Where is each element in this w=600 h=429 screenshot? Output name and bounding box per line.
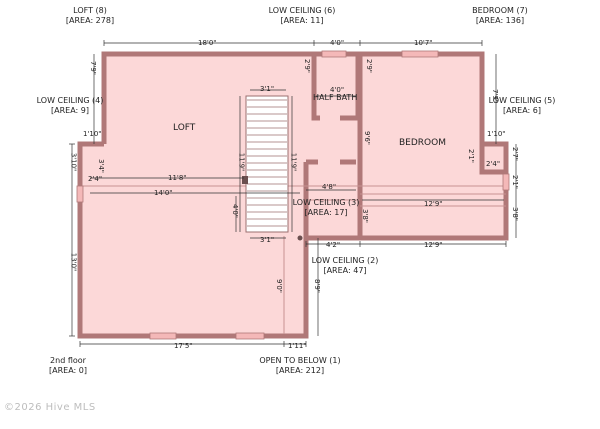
area-label-low-ceiling-4: LOW CEILING (4) [AREA: 9] (30, 96, 110, 116)
watermark: ©2026 Hive MLS (4, 402, 96, 413)
windows (76, 50, 510, 340)
dim-left-13-0: 13'0" (69, 252, 78, 272)
dim-mid-4-0: 4'0" (231, 203, 240, 219)
area-value: [AREA: 47] (323, 266, 367, 275)
dim-stair-len1: 11'9" (237, 152, 246, 172)
area-name: LOW CEILING (6) (268, 6, 336, 15)
dim-stair-bottom: 3'1" (260, 236, 275, 244)
room-loft: LOFT (173, 123, 196, 133)
dim-stair-len2: 11'9" (289, 152, 298, 172)
floor-fill (80, 54, 506, 336)
area-value: [AREA: 11] (280, 16, 324, 25)
dim-left-2-4: 2'4" (88, 175, 103, 183)
area-name: LOW CEILING (2) (311, 256, 379, 265)
dim-right-2-1a: 2'1" (511, 174, 520, 190)
area-name: LOW CEILING (5) (488, 96, 556, 105)
area-label-2nd-floor: 2nd floor [AREA: 0] (36, 356, 100, 376)
dim-left-3-10: 3'10" (69, 152, 78, 172)
area-label-low-ceiling-3: LOW CEILING (3) [AREA: 17] (286, 198, 366, 218)
dim-bed-12-9: 12'9" (424, 200, 443, 208)
area-label-low-ceiling-6: LOW CEILING (6) [AREA: 11] (260, 6, 344, 26)
dim-bath-h2: 2'9" (365, 58, 374, 74)
dim-left-3-4: 3'4" (97, 158, 106, 174)
dim-right-3-8: 3'8" (511, 206, 520, 222)
dim-bath-side: 9'6" (363, 130, 372, 146)
room-half-bath: HALF BATH (313, 93, 358, 102)
dim-lc2-4-2: 4'2" (326, 241, 341, 249)
room-bedroom: BEDROOM (399, 138, 446, 148)
interior-lines (82, 95, 506, 334)
area-value: [AREA: 136] (475, 16, 525, 25)
dim-left-7-9: 7'9" (89, 60, 98, 76)
dim-right-7-9: 7'9" (491, 88, 500, 104)
dim-right-2-4: 2'4" (486, 160, 501, 168)
dim-stair-top: 3'1" (260, 85, 275, 93)
dimension-lines (69, 40, 517, 347)
area-label-low-ceiling-2: LOW CEILING (2) [AREA: 47] (304, 256, 386, 276)
dim-closet-4-8: 4'8" (322, 183, 337, 191)
dim-top-loft: 18'0" (198, 39, 217, 47)
area-label-open-to-below: OPEN TO BELOW (1) [AREA: 212] (252, 356, 348, 376)
area-name: 2nd floor (50, 356, 86, 365)
dim-right-1-10: 1'10" (487, 130, 506, 138)
dim-bottom-1-11: 1'11" (288, 342, 307, 350)
dim-open-8-9: 8'9" (313, 278, 322, 294)
dim-mid-11-8: 11'8" (168, 174, 187, 182)
area-value: [AREA: 212] (275, 366, 325, 375)
dim-top-bath: 4'0" (330, 39, 345, 47)
dim-mid-14-0: 14'0" (154, 189, 173, 197)
area-label-bedroom-7: BEDROOM (7) [AREA: 136] (462, 6, 538, 26)
stair-treads (247, 99, 287, 227)
area-value: [AREA: 6] (503, 106, 541, 115)
area-name: OPEN TO BELOW (1) (259, 356, 341, 365)
area-value: [AREA: 17] (304, 208, 348, 217)
area-name: BEDROOM (7) (472, 6, 528, 15)
area-label-loft-8: LOFT (8) [AREA: 278] (58, 6, 122, 26)
dim-lc3-3-8: 3'8" (361, 208, 370, 224)
dim-left-1-10: 1'10" (83, 130, 102, 138)
dim-bath-h1: 2'9" (303, 58, 312, 74)
area-name: LOW CEILING (4) (36, 96, 104, 105)
area-name: LOFT (8) (73, 6, 107, 15)
area-name: LOW CEILING (3) (292, 198, 360, 207)
dim-bottom-17-5: 17'5" (174, 342, 193, 350)
dim-right-2-7: 2'7" (511, 146, 520, 162)
dim-bed-2-1: 2'1" (467, 148, 476, 164)
area-label-low-ceiling-5: LOW CEILING (5) [AREA: 6] (480, 96, 564, 116)
area-value: [AREA: 9] (51, 106, 89, 115)
dim-top-bed: 10'7" (414, 39, 433, 47)
walls (77, 51, 509, 339)
dim-bath-w: 4'0" (330, 86, 345, 94)
dim-open-9-0: 9'0" (275, 278, 284, 294)
dim-lc2-12-9: 12'9" (424, 241, 443, 249)
area-value: [AREA: 0] (49, 366, 87, 375)
area-value: [AREA: 278] (65, 16, 115, 25)
stair-post (242, 176, 248, 184)
post-marker (297, 235, 303, 241)
